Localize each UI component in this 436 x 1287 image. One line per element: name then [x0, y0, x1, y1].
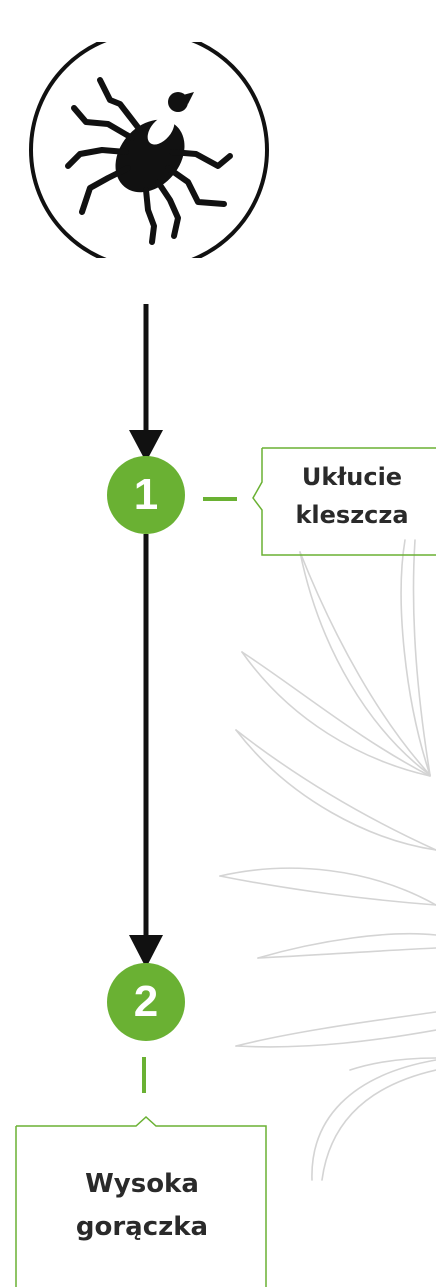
step-2-label-line: Wysoka	[85, 1169, 199, 1199]
callout-box-1	[252, 447, 436, 556]
step-1-badge: 1	[107, 456, 185, 534]
step-2-label-line: gorączka	[75, 1212, 209, 1242]
connector-dash-2	[142, 1057, 146, 1093]
step-2-label: Wysoka gorączka	[16, 1163, 268, 1249]
step-1-label: Ukłucie kleszcza	[264, 458, 436, 534]
step-1-label-line: kleszcza	[295, 501, 409, 529]
connector-dash-1	[203, 497, 237, 501]
step-2-badge: 2	[107, 963, 185, 1041]
tick-icon	[29, 42, 269, 258]
arrow-down-icon	[129, 935, 163, 968]
arrow-down-icon	[129, 430, 163, 462]
callout-box-2	[15, 1115, 267, 1287]
step-1-label-line: Ukłucie	[301, 463, 403, 491]
